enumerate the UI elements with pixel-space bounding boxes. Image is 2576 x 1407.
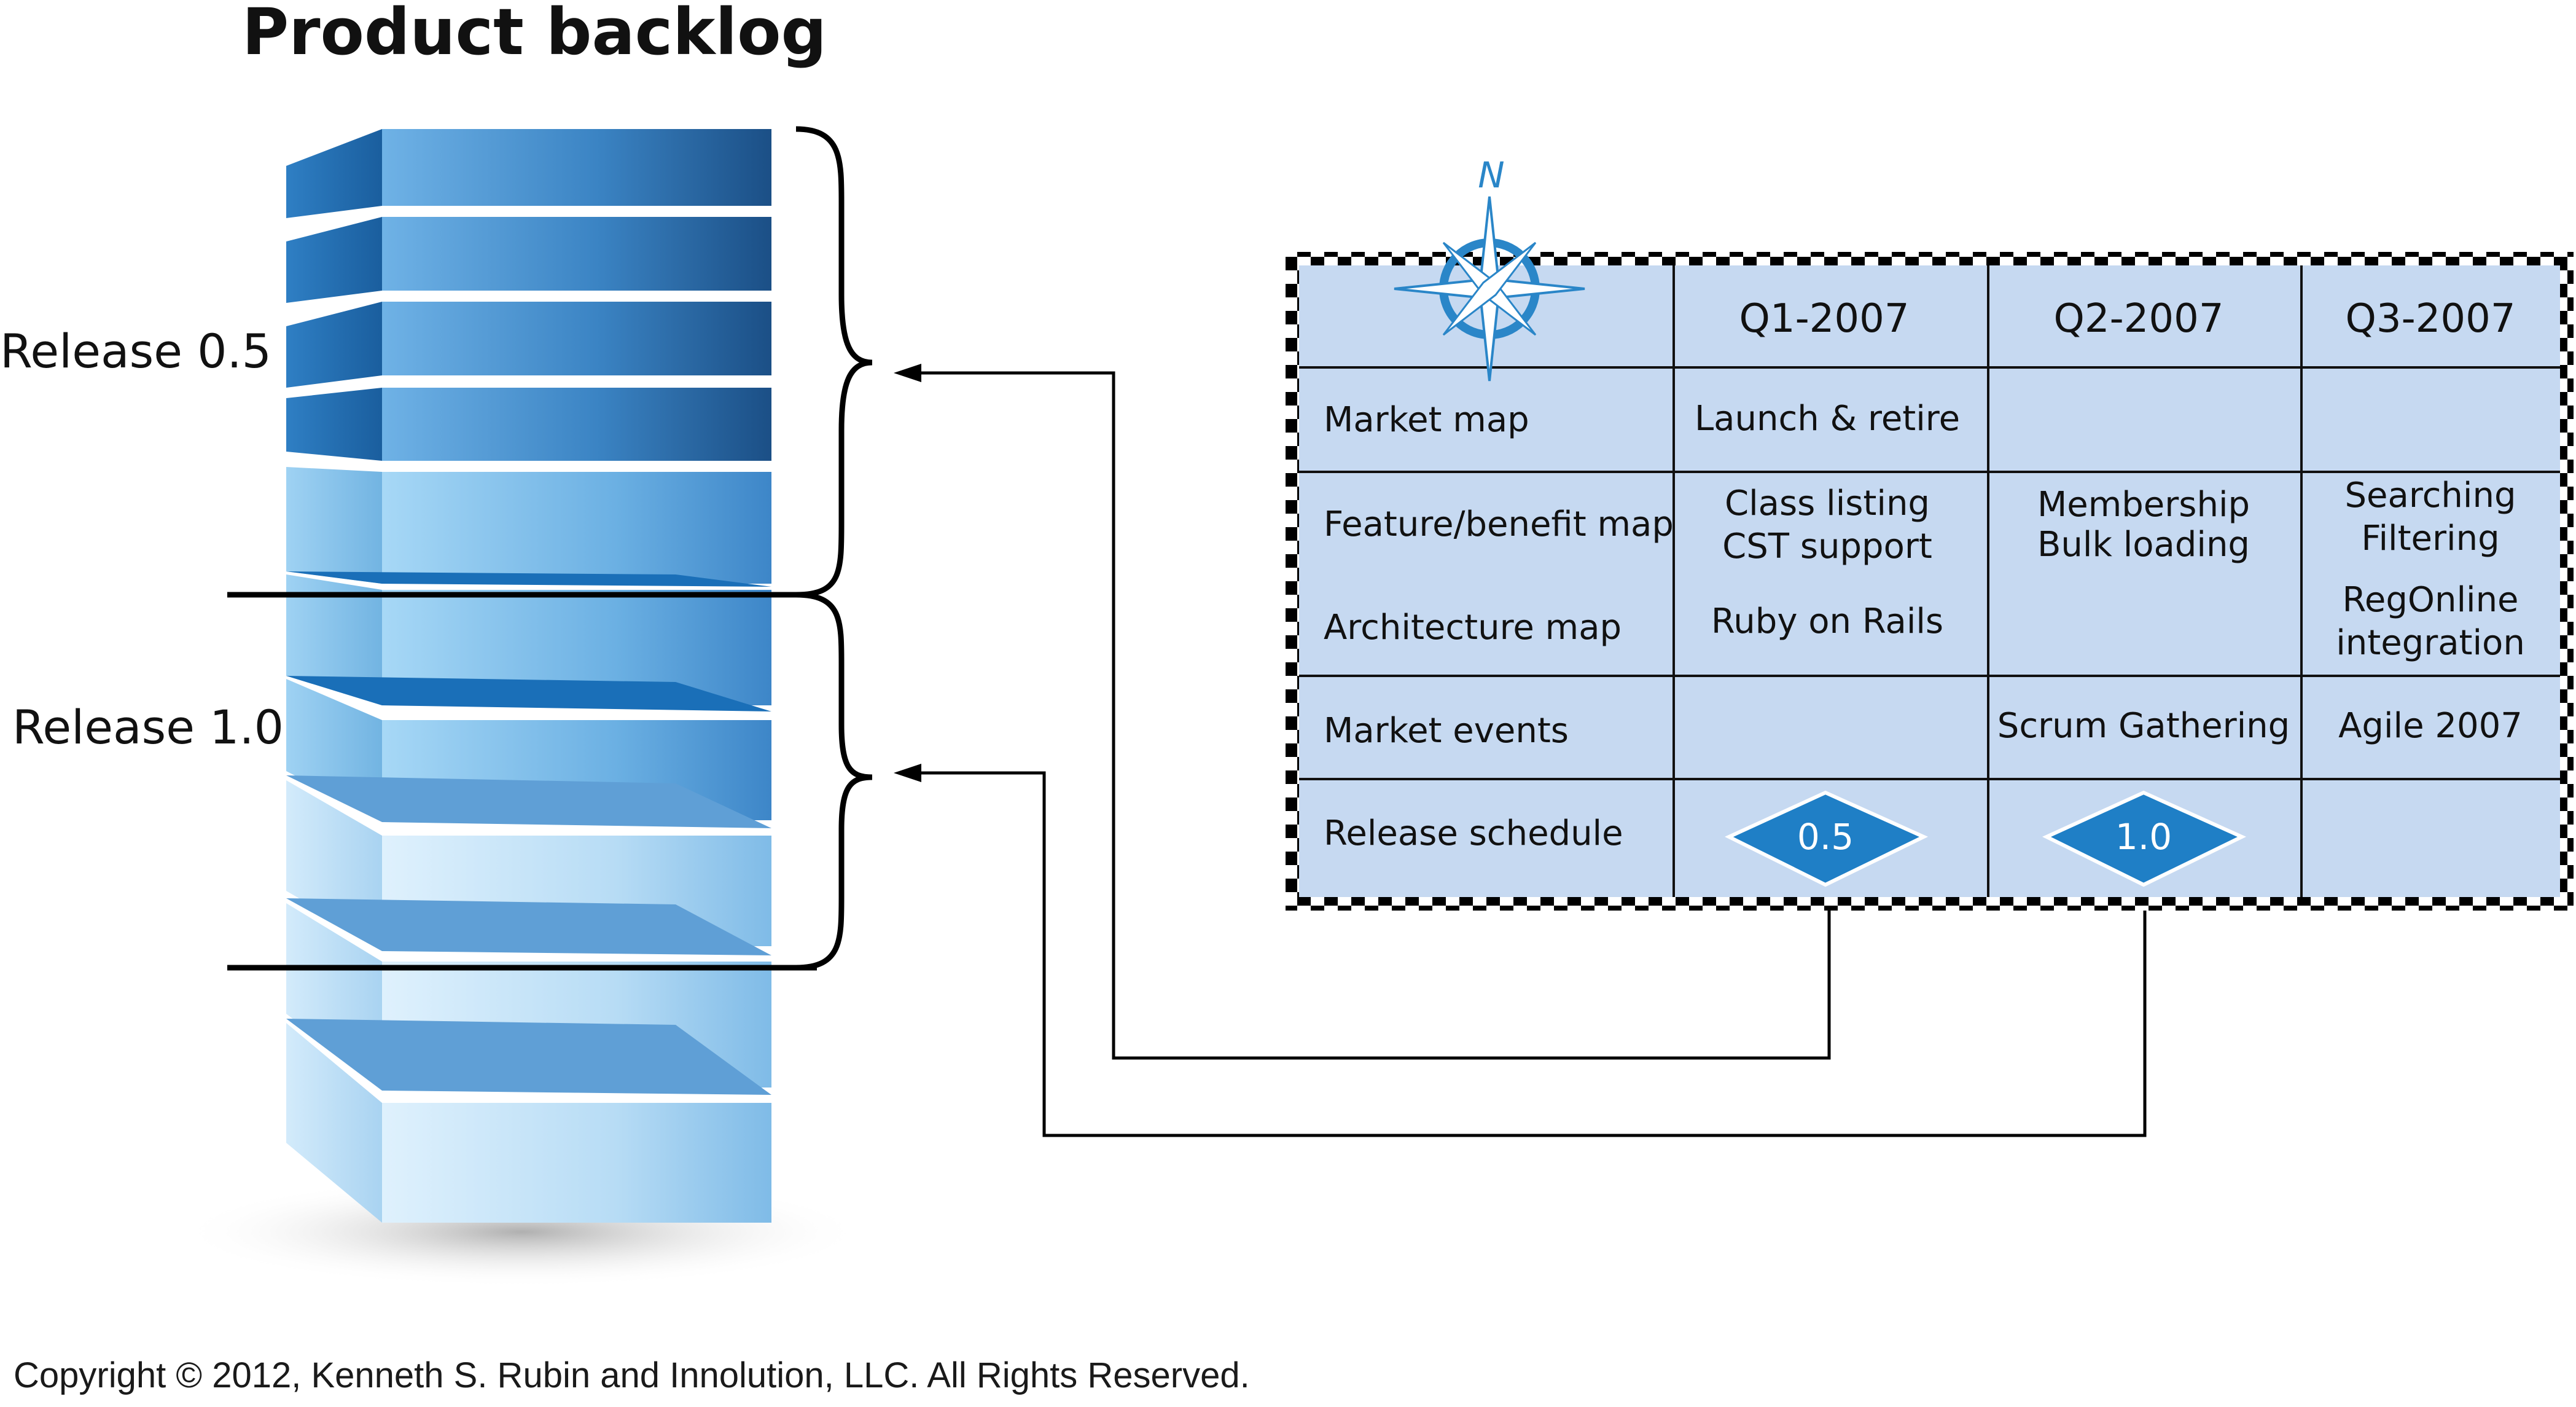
column-header-q2: Q2-2007 [2053, 296, 2223, 342]
milestone-1-0: 1.0 [2042, 790, 2247, 887]
row-label-feature-benefit-map: Feature/benefit map [1324, 504, 1674, 544]
column-header-q3: Q3-2007 [2345, 296, 2515, 342]
backlog-title: Product backlog [242, 0, 827, 69]
roadmap-table: N Q1-2007 Q2-2007 Q3-2007 Market map Fea… [1286, 154, 2574, 911]
compass-north-letter: N [1478, 154, 1504, 196]
backlog-item [286, 129, 771, 218]
row-label-market-map: Market map [1324, 400, 1529, 440]
release-label-0-5: Release 0.5 [0, 324, 271, 378]
arrowhead-0-5 [894, 364, 921, 382]
backlog-item [286, 467, 771, 584]
cell-feature-q3-line1: Searching [2345, 476, 2516, 515]
backlog-item [286, 302, 771, 388]
roadmap-gridlines [1299, 265, 2560, 897]
backlog-item [286, 388, 771, 461]
cell-architecture-q3-line2: integration [2336, 623, 2525, 663]
cell-architecture-q3-line1: RegOnline [2342, 580, 2518, 620]
copyright-notice: Copyright © 2012, Kenneth S. Rubin and I… [14, 1355, 1250, 1395]
connector-0-5 [915, 371, 1831, 1060]
cell-market-map-q1: Launch & retire [1695, 399, 1960, 439]
row-label-release-schedule: Release schedule [1324, 813, 1623, 853]
milestone-1-0-label: 1.0 [2115, 816, 2172, 858]
brace-release-0-5 [795, 126, 873, 598]
connector-1-0 [915, 771, 2147, 1137]
milestone-0-5: 0.5 [1725, 790, 1929, 887]
brace-release-1-0 [795, 592, 873, 971]
column-header-q1: Q1-2007 [1739, 296, 1909, 342]
milestone-0-5-label: 0.5 [1797, 816, 1854, 858]
backlog-stack [286, 129, 771, 1223]
release-label-1-0: Release 1.0 [12, 700, 284, 754]
cell-market-events-q2: Scrum Gathering [1997, 706, 2290, 746]
cell-feature-q2-line2: Bulk loading [2037, 525, 2250, 565]
cell-architecture-q1: Ruby on Rails [1711, 602, 1943, 641]
arrowhead-1-0 [894, 764, 921, 782]
backlog-item [286, 217, 771, 303]
row-label-architecture-map: Architecture map [1324, 608, 1622, 648]
cell-market-events-q3: Agile 2007 [2338, 706, 2523, 746]
cell-feature-q2-line1: Membership [2037, 485, 2250, 525]
backlog-item [286, 1019, 771, 1223]
cell-feature-q3-line2: Filtering [2361, 519, 2499, 558]
compass-icon: N [1394, 154, 1585, 382]
cell-feature-q1-line2: CST support [1722, 527, 1932, 566]
cell-feature-q1-line1: Class listing [1725, 484, 1930, 523]
row-label-market-events: Market events [1324, 711, 1569, 751]
roadmap-background [1299, 265, 2560, 897]
